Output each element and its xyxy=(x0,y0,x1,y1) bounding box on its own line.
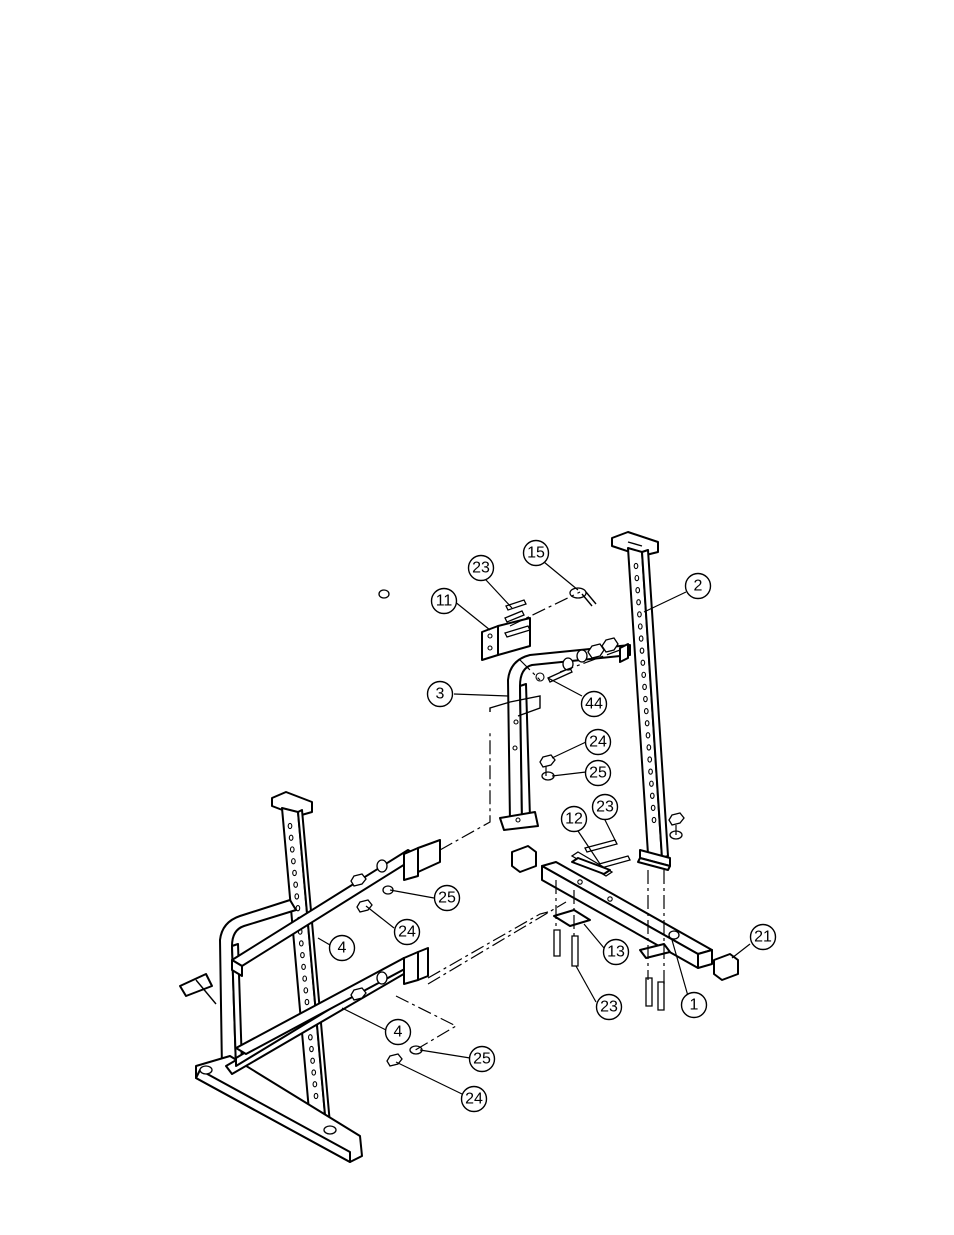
upright-hole xyxy=(311,1058,315,1063)
upright-hole xyxy=(645,721,649,726)
callout-13: 13 xyxy=(604,940,629,965)
upright-hole xyxy=(638,612,642,617)
callout-label: 13 xyxy=(607,944,625,961)
upright-hole xyxy=(641,660,645,665)
callout-24-bottom: 24 xyxy=(462,1087,487,1112)
upright-hole xyxy=(304,988,308,993)
callout-23-top: 23 xyxy=(469,556,494,581)
upright-hole xyxy=(302,964,306,969)
callout-1: 1 xyxy=(682,993,707,1018)
callout-11: 11 xyxy=(432,589,457,614)
callout-25-bottom: 25 xyxy=(470,1047,495,1072)
upright-hole xyxy=(637,600,641,605)
upright-hole xyxy=(643,684,647,689)
callout-label: 24 xyxy=(465,1091,483,1108)
callout-23-bottom: 23 xyxy=(597,995,622,1020)
upright-hole xyxy=(288,823,292,828)
upright-hole xyxy=(303,976,307,981)
upright-hole xyxy=(649,769,653,774)
callout-21: 21 xyxy=(751,925,776,950)
upright-hole xyxy=(293,870,297,875)
upright-hole xyxy=(634,563,638,568)
callout-label: 4 xyxy=(394,1024,403,1041)
callout-label: 1 xyxy=(690,997,699,1014)
upright-hole xyxy=(647,745,651,750)
upright-hole xyxy=(290,847,294,852)
upright-hole xyxy=(635,575,639,580)
callout-label: 2 xyxy=(694,578,703,595)
callout-label: 24 xyxy=(589,734,607,751)
callout-label: 25 xyxy=(589,765,607,782)
callout-label: 15 xyxy=(527,545,545,562)
upright-hole xyxy=(309,1035,313,1040)
callout-label: 23 xyxy=(596,799,614,816)
upright-hole xyxy=(313,1082,317,1087)
callout-label: 4 xyxy=(338,940,347,957)
upright-hole xyxy=(646,733,650,738)
callout-44: 44 xyxy=(582,692,607,717)
callout-label: 25 xyxy=(438,890,456,907)
callout-3: 3 xyxy=(428,682,453,707)
upright-hole xyxy=(310,1046,314,1051)
upright-hole xyxy=(294,882,298,887)
callout-4-lower: 4 xyxy=(386,1020,411,1045)
callout-label: 24 xyxy=(398,924,416,941)
callout-label: 11 xyxy=(436,593,453,610)
callout-15: 15 xyxy=(524,541,549,566)
callout-25-right: 25 xyxy=(586,761,611,786)
upright-hole xyxy=(642,672,646,677)
rear-upright xyxy=(612,532,670,870)
upright-hole xyxy=(651,805,655,810)
upright-hole xyxy=(292,859,296,864)
upright-hole xyxy=(638,624,642,629)
upright-hole xyxy=(650,793,654,798)
upright-hole xyxy=(305,999,309,1004)
upright-hole xyxy=(636,588,640,593)
callout-4-upper: 4 xyxy=(330,936,355,961)
callout-24-left: 24 xyxy=(395,920,420,945)
callout-2: 2 xyxy=(686,574,711,599)
callout-label: 3 xyxy=(436,686,445,703)
upright-hole xyxy=(650,781,654,786)
upright-hole xyxy=(300,941,304,946)
callout-label: 23 xyxy=(600,999,618,1016)
callout-label: 25 xyxy=(473,1051,491,1068)
upright-hole xyxy=(644,709,648,714)
callout-24-right: 24 xyxy=(586,730,611,755)
callout-12: 12 xyxy=(562,807,587,832)
upright-hole xyxy=(301,953,305,958)
upright-hole xyxy=(639,636,643,641)
upright-hole xyxy=(289,835,293,840)
upright-hole xyxy=(312,1070,316,1075)
upright-hole xyxy=(295,894,299,899)
callout-25-left: 25 xyxy=(435,886,460,911)
upright-hole xyxy=(652,817,656,822)
callout-label: 21 xyxy=(754,929,772,946)
upright-hole xyxy=(648,757,652,762)
callout-label: 23 xyxy=(472,560,490,577)
callout-23-right: 23 xyxy=(593,795,618,820)
pull-pin xyxy=(570,588,596,606)
upright-hole xyxy=(640,648,644,653)
upright-hole xyxy=(314,1093,318,1098)
upright-hole xyxy=(644,696,648,701)
callout-label: 12 xyxy=(565,811,583,828)
callout-label: 44 xyxy=(585,696,603,713)
